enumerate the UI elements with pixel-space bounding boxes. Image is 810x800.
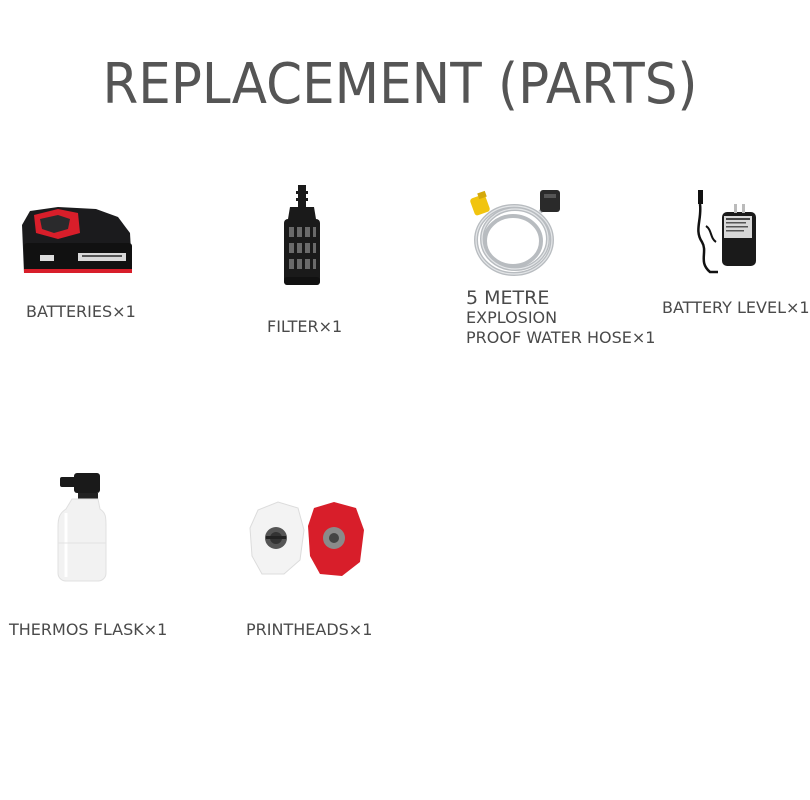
item-label-line1: 5 METRE [466, 287, 550, 309]
nozzle-tips-icon [249, 501, 364, 576]
water-hose-icon [470, 190, 560, 276]
item-label: 5 METRE EXPLOSION PROOF WATER HOSE×1 [466, 288, 666, 348]
power-adapter-icon [697, 190, 756, 274]
item-label: FILTER×1 [267, 317, 343, 336]
item-label-line2: EXPLOSION [466, 308, 558, 327]
item-label: BATTERY LEVEL×1 [662, 298, 810, 317]
item-label: THERMOS FLASK×1 [9, 620, 168, 639]
item-label-line3: PROOF WATER HOSE×1 [466, 328, 656, 347]
water-filter-icon [284, 185, 320, 285]
item-label: BATTERIES×1 [26, 302, 136, 321]
page-title: REPLACEMENT (PARTS) [102, 52, 698, 117]
foam-bottle-icon [57, 473, 107, 582]
battery-pack-icon [22, 207, 132, 273]
item-label: PRINTHEADS×1 [246, 620, 373, 639]
